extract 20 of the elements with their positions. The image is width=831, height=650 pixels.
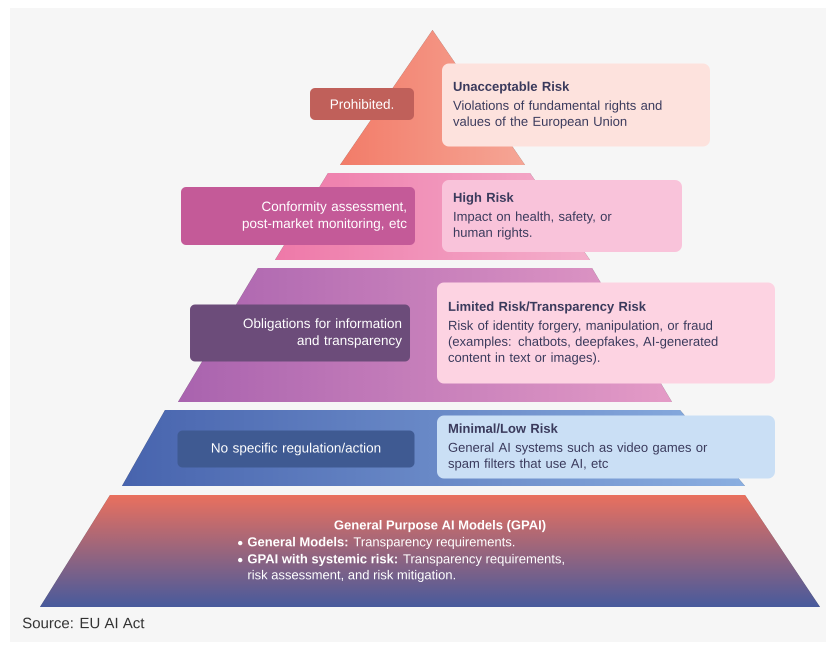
action-box: No specific regulation/action	[178, 430, 414, 468]
risk-description: General AI systems such as video games or spam filters that use AI, etc	[448, 442, 708, 471]
risk-box	[437, 282, 775, 384]
risk-heading: High Risk	[454, 192, 514, 205]
risk-box	[442, 64, 710, 146]
pyramid-tier	[40, 495, 820, 607]
risk-description: Impact on health, safety, or human rights.	[454, 211, 612, 240]
risk-description: Risk of identity forgery, manipulation, or fraud (examples: chatbots, deepfakes, AI-generated content in text or images).	[448, 320, 718, 365]
bullet-item: GPAI with systemic risk: Transparency requirements, risk assessment, and risk mitigation.	[248, 554, 564, 582]
risk-heading: Minimal/Low Risk	[448, 423, 558, 434]
action-box: Obligations for information and transparency	[190, 304, 410, 362]
risk-box	[442, 180, 682, 252]
risk-description: Violations of fundamental rights and values of the European Union	[453, 100, 662, 129]
bullet-item: General Models: Transparency requirements.	[248, 536, 514, 549]
risk-heading: Limited Risk/Transparency Risk	[448, 301, 646, 314]
risk-heading: Unacceptable Risk	[454, 81, 570, 94]
action-box: Prohibited.	[310, 88, 414, 120]
tier-heading: General Purpose AI Models (GPAI)	[334, 520, 546, 532]
action-box: Conformity assessment, post-market monitoring, etc	[181, 187, 415, 245]
risk-box	[437, 416, 775, 478]
